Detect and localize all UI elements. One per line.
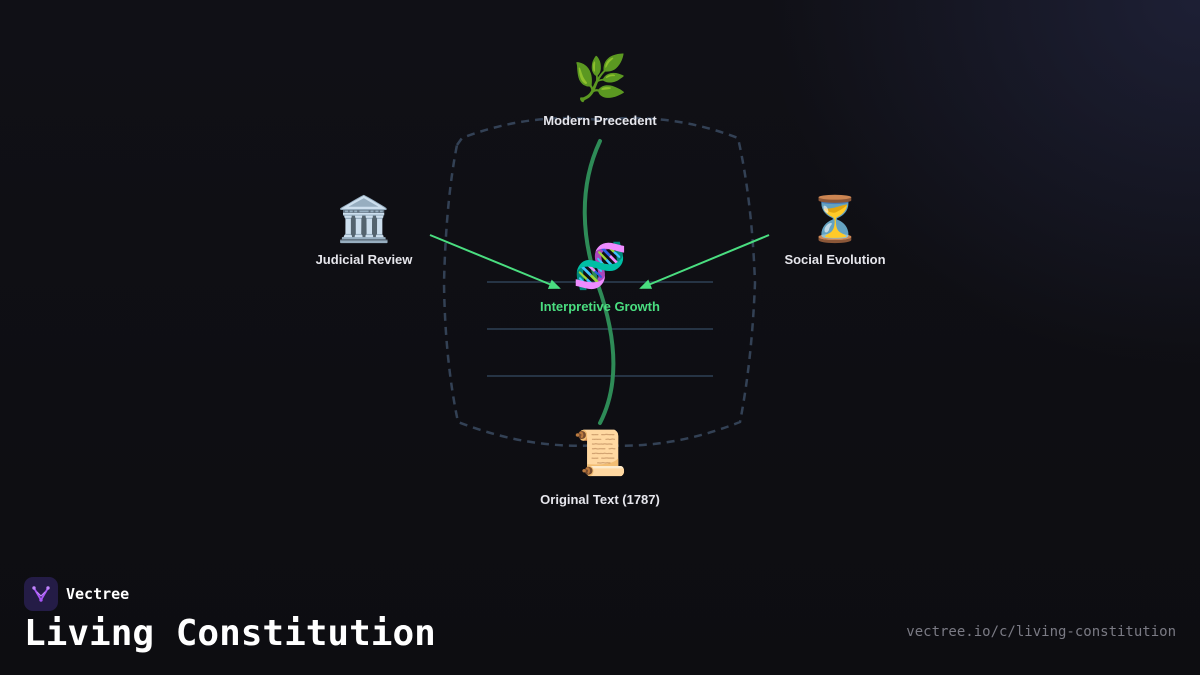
node-original-text: 📜 Original Text (1787) <box>500 428 700 507</box>
herb-icon: 🌿 <box>572 54 628 103</box>
page-title: Living Constitution <box>24 613 436 654</box>
dna-icon: 🧬 <box>572 242 628 291</box>
dashed-boundary <box>442 116 757 448</box>
social-evolution-arrow <box>639 234 770 289</box>
brand: Vectree <box>24 577 129 611</box>
vectree-logo-icon <box>24 577 58 611</box>
judicial-review-arrow <box>429 234 561 289</box>
hourglass-icon: ⏳ <box>807 195 863 244</box>
node-label: Original Text (1787) <box>540 492 660 507</box>
node-interpretive-growth: 🧬 Interpretive Growth <box>500 241 700 314</box>
node-label: Interpretive Growth <box>540 299 660 314</box>
node-modern-precedent: 🌿 Modern Precedent <box>500 53 700 128</box>
node-label: Judicial Review <box>315 252 413 267</box>
node-label: Modern Precedent <box>543 113 657 128</box>
source-url: vectree.io/c/living-constitution <box>906 624 1176 640</box>
node-judicial-review: 🏛️ Judicial Review <box>264 194 464 267</box>
node-social-evolution: ⏳ Social Evolution <box>735 194 935 267</box>
classical-building-icon: 🏛️ <box>336 195 392 244</box>
brand-name: Vectree <box>66 585 130 603</box>
scroll-icon: 📜 <box>572 429 628 478</box>
growth-stem <box>582 139 616 425</box>
node-label: Social Evolution <box>784 252 886 267</box>
